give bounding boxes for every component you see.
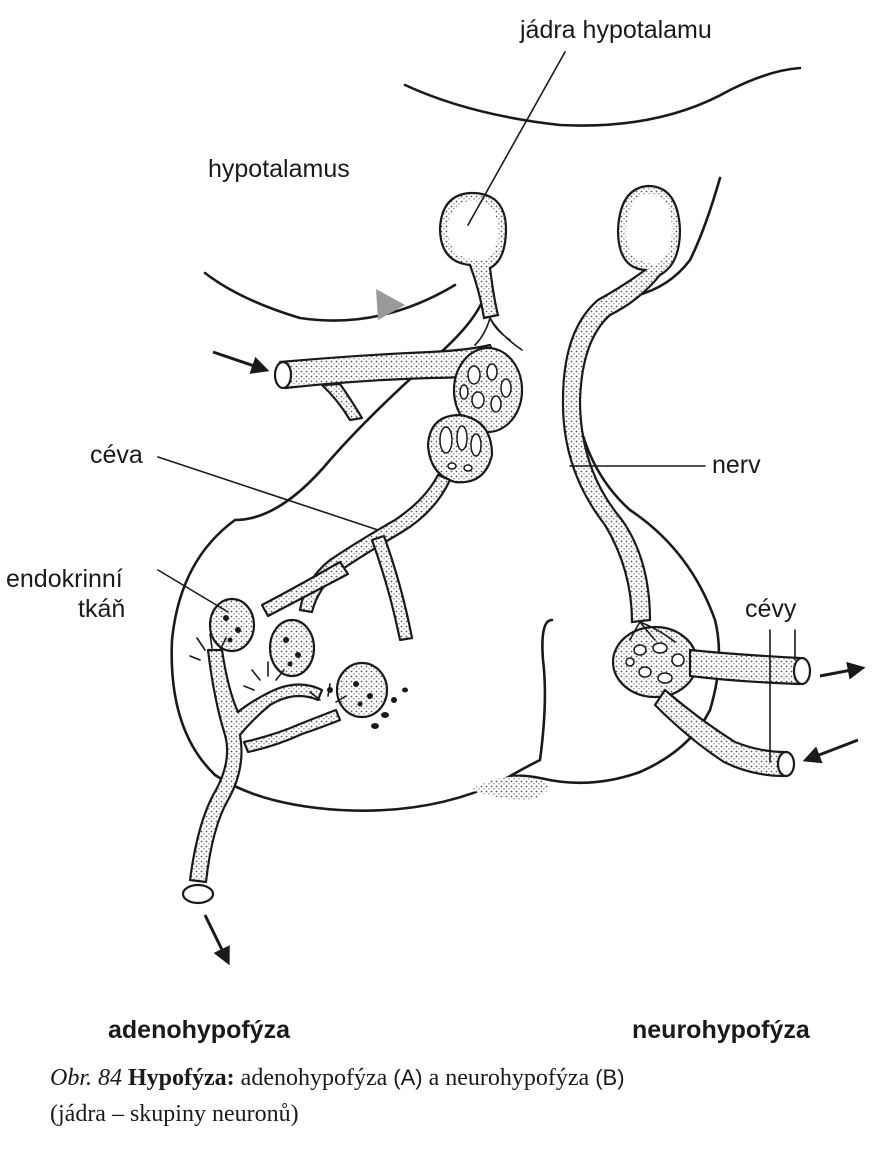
axon-terminals-left <box>475 318 522 350</box>
outgoing-arrow-neuro <box>820 668 862 676</box>
label-vessels: cévy <box>745 595 797 623</box>
caption-title: Hypofýza: <box>128 1065 235 1091</box>
label-endocrine-tissue-2: tkáň <box>78 595 125 623</box>
neuro-vessel-out <box>690 650 800 684</box>
pituitary-median-shading <box>470 777 548 800</box>
caption-connector: a neurohypofýza <box>429 1065 590 1091</box>
figure-caption: Obr. 84 Hypofýza: adenohypofýza (A) a ne… <box>50 1060 870 1132</box>
hypothalamus-lower-boundary <box>205 273 455 321</box>
portal-vessel-branch <box>322 384 362 420</box>
incoming-arrow-neuro <box>806 740 858 760</box>
caption-marker-b: (B) <box>595 1065 624 1090</box>
neuro-vessel-in-opening <box>778 752 794 776</box>
capillary-tree <box>190 650 322 882</box>
caption-line-1: Obr. 84 Hypofýza: adenohypofýza (A) a ne… <box>50 1060 870 1096</box>
label-nerve: nerv <box>712 451 761 479</box>
hypothalamic-nucleus-right-inner <box>626 194 672 265</box>
neurohypophysis-outline <box>500 178 720 783</box>
neuro-vessel-out-opening <box>794 658 810 684</box>
label-hypothalamic-nuclei: jádra hypotalamu <box>519 16 712 44</box>
endocrine-cell-3 <box>337 663 387 717</box>
label-adenohypophysis: adenohypofýza <box>108 1016 291 1044</box>
endocrine-cell-2 <box>270 620 314 676</box>
caption-part1: adenohypofýza <box>241 1065 388 1091</box>
label-vessel: céva <box>90 441 143 469</box>
outgoing-arrow-adeno <box>205 915 228 962</box>
portal-vein-branch-right <box>372 536 412 640</box>
portal-vessel-opening <box>275 362 291 388</box>
endocrine-cell-1 <box>210 599 254 651</box>
incoming-arrow-portal <box>213 352 266 370</box>
label-hypothalamus: hypotalamus <box>208 155 350 183</box>
hypothalamus-ventricle-shade <box>376 289 405 320</box>
caption-marker-a: (A) <box>393 1065 422 1090</box>
leader-hypothalamic-nuclei <box>468 52 565 225</box>
caption-note: (jádra – skupiny neuronů) <box>50 1101 299 1127</box>
caption-figure-number: Obr. 84 <box>50 1065 122 1091</box>
efferent-vessel-opening <box>183 885 213 903</box>
leader-endocrine <box>158 570 228 612</box>
neuro-vessel-in <box>655 690 785 776</box>
label-endocrine-tissue-1: endokrinní <box>6 565 123 593</box>
hypothalamus-top-boundary <box>405 68 800 126</box>
caption-line-2: (jádra – skupiny neuronů) <box>50 1096 870 1132</box>
hypothalamic-nucleus-left-inner <box>448 201 498 260</box>
label-neurohypophysis: neurohypofýza <box>632 1016 811 1044</box>
leader-vessel <box>158 457 378 530</box>
